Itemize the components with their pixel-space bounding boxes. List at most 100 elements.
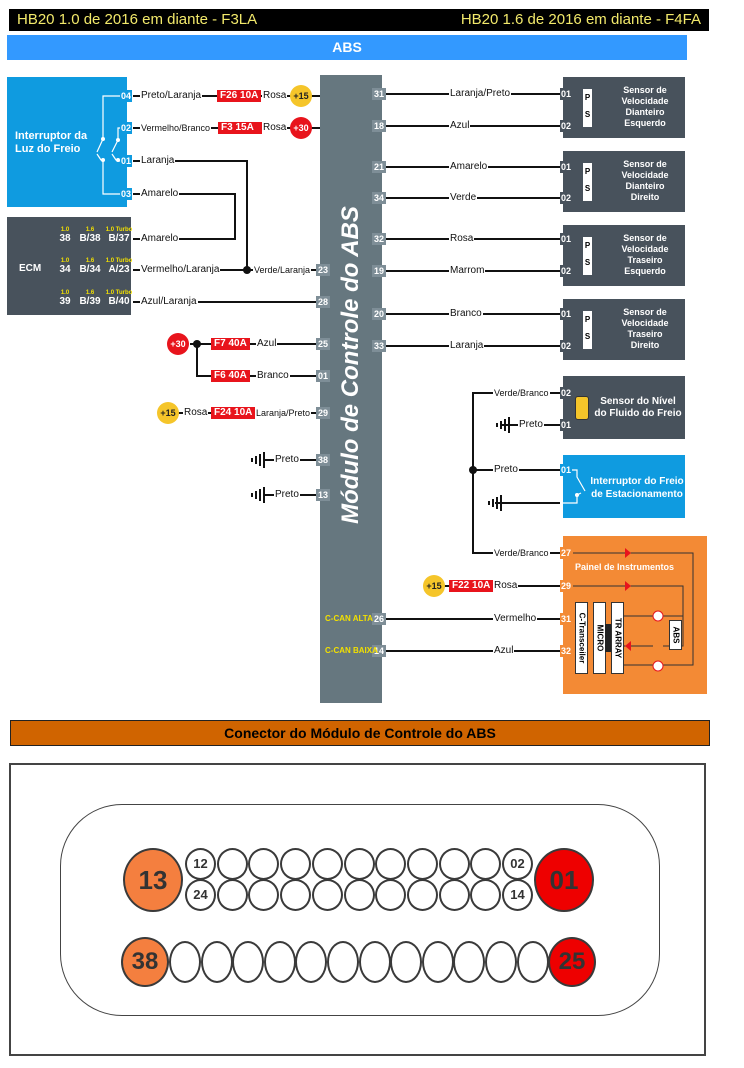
led-icon xyxy=(652,660,664,672)
led-icon xyxy=(652,610,664,622)
supply-plus15-badge: +15 xyxy=(157,402,179,424)
wire-label: Azul/Laranja xyxy=(140,296,198,308)
connector-cavity xyxy=(343,879,375,911)
connector-cavity xyxy=(375,848,407,880)
splice-dot xyxy=(193,340,201,348)
wire-label: Branco xyxy=(256,370,290,382)
sensor-pin: 02 xyxy=(560,265,573,277)
connector-cavity xyxy=(343,848,375,880)
sensor-pin: 02 xyxy=(560,120,573,132)
fuse-f6: F6 40A xyxy=(211,370,250,382)
wire-label: Preto xyxy=(493,464,519,476)
connector-cavity xyxy=(311,879,343,911)
connector-cavity xyxy=(485,941,517,983)
fuse-f3: F3 15A xyxy=(218,122,262,134)
sensor-pin: 02 xyxy=(560,192,573,204)
brake-switch-pin: 04 xyxy=(120,90,133,102)
wire-label: Preto/Laranja xyxy=(140,90,203,102)
switch-contacts-icon xyxy=(96,95,125,195)
connector-cavity xyxy=(470,848,502,880)
wire-label: Laranja/Preto xyxy=(255,407,312,419)
module-pin: 13 xyxy=(316,489,330,501)
connector-frame xyxy=(9,763,706,1056)
module-pin: 28 xyxy=(316,296,330,308)
diode-icon xyxy=(625,641,631,651)
connector-cavity xyxy=(406,879,438,911)
module-pin: 23 xyxy=(316,264,330,276)
switch-pin: 01 xyxy=(560,464,573,476)
right-model-title: HB20 1.6 de 2016 em diante - F4FA xyxy=(460,11,701,28)
switch-contact-icon xyxy=(563,469,586,504)
cluster-pin: 31 xyxy=(560,613,573,625)
diode-icon xyxy=(625,548,631,558)
cluster-pin: 32 xyxy=(560,645,573,657)
wire-label: Preto xyxy=(518,419,544,431)
connector-cavity xyxy=(311,848,343,880)
wire-label: Laranja/Preto xyxy=(449,88,512,100)
connector-cavity xyxy=(453,941,486,983)
connector-cavity xyxy=(470,879,502,911)
splice-dot xyxy=(243,266,251,274)
connector-pin-38: 38 xyxy=(121,937,169,987)
fuse-f24: F24 10A xyxy=(211,407,256,419)
module-pin: 25 xyxy=(316,338,330,350)
wire-label: Verde xyxy=(449,192,478,204)
connector-cavity xyxy=(169,941,201,983)
module-pin: 33 xyxy=(372,340,386,352)
connector-cavity xyxy=(516,941,549,983)
wire-label: Preto xyxy=(274,454,300,466)
wire-label: Rosa xyxy=(493,580,519,592)
wire-label: Azul xyxy=(449,120,471,132)
wire-label: Verde/Branco xyxy=(493,547,550,559)
supply-plus30-badge: +30 xyxy=(167,333,189,355)
wire-laranja xyxy=(133,160,248,270)
module-pin: 20 xyxy=(372,308,386,320)
instrument-cluster: Painel de Instrumentos C-Transceiler MIC… xyxy=(563,536,707,694)
wire-label: Rosa xyxy=(262,122,288,134)
brake-switch-pin: 03 xyxy=(120,188,133,200)
wire-label: Rosa xyxy=(183,407,209,419)
sensor-pin: 02 xyxy=(560,340,573,352)
can-low-label: C-CAN BAIXA xyxy=(325,646,378,655)
diode-icon xyxy=(625,581,631,591)
tr-array-block: TR ARRAY xyxy=(611,602,624,674)
connector-pin-13: 13 xyxy=(123,848,183,912)
module-pin: 18 xyxy=(372,120,386,132)
supply-plus15-badge: +15 xyxy=(423,575,445,597)
brake-light-switch: Interruptor da Luz do Freio xyxy=(7,77,127,207)
connector-cavity xyxy=(390,941,423,983)
wire-label: Laranja xyxy=(140,155,176,167)
header-bar: HB20 1.0 de 2016 em diante - F3LA HB20 1… xyxy=(9,9,709,31)
connector-cavity xyxy=(358,941,391,983)
wire-label: Preto xyxy=(274,489,300,501)
sensor-pin: 02 xyxy=(560,387,573,399)
sensor-pin: 01 xyxy=(560,419,573,431)
connector-cavity: 24 xyxy=(185,879,216,911)
wire-label: Verde/Branco xyxy=(493,387,550,399)
sensor-pin: 01 xyxy=(560,233,573,245)
cluster-pin: 27 xyxy=(560,547,573,559)
module-pin: 32 xyxy=(372,233,386,245)
resistor-icon xyxy=(575,396,589,420)
brake-switch-pin: 01 xyxy=(120,155,133,167)
ground-icon xyxy=(251,487,265,503)
ecm-box: ECM xyxy=(7,217,131,315)
connector-cavity xyxy=(248,879,280,911)
wire-label: Branco xyxy=(449,308,483,320)
connector-body xyxy=(60,804,660,1016)
